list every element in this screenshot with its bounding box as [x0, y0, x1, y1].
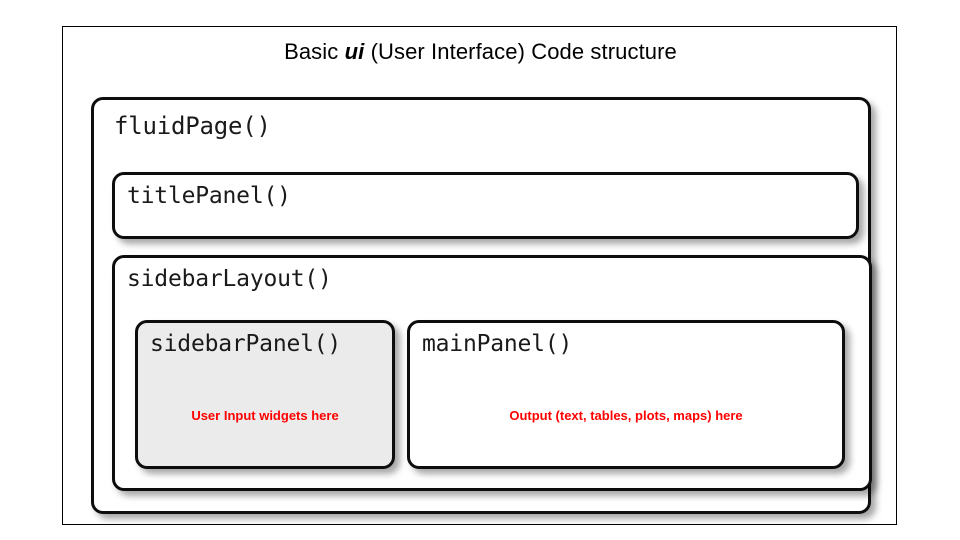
main-panel-note: Output (text, tables, plots, maps) here	[509, 408, 743, 423]
sidebar-panel-box[interactable]: sidebarPanel() User Input widgets here	[135, 320, 395, 469]
title-prefix: Basic	[284, 39, 345, 64]
sidebar-panel-label: sidebarPanel()	[150, 331, 342, 357]
fluid-page-label: fluidPage()	[114, 112, 271, 140]
title-suffix: (User Interface) Code structure	[364, 39, 677, 64]
title-panel-box[interactable]: titlePanel()	[112, 172, 859, 239]
title-emphasis: ui	[344, 39, 365, 64]
main-panel-box[interactable]: mainPanel() Output (text, tables, plots,…	[407, 320, 845, 469]
sidebar-layout-box[interactable]: sidebarLayout() sidebarPanel() User Inpu…	[112, 255, 872, 491]
sidebar-layout-label: sidebarLayout()	[127, 266, 332, 292]
title-panel-label: titlePanel()	[127, 183, 291, 209]
outer-frame: Basic ui (User Interface) Code structure…	[62, 26, 897, 525]
main-panel-label: mainPanel()	[422, 331, 573, 357]
sidebar-panel-note: User Input widgets here	[191, 408, 339, 423]
fluid-page-box[interactable]: fluidPage() titlePanel() sidebarLayout()…	[91, 97, 872, 514]
page-title: Basic ui (User Interface) Code structure	[63, 39, 898, 65]
